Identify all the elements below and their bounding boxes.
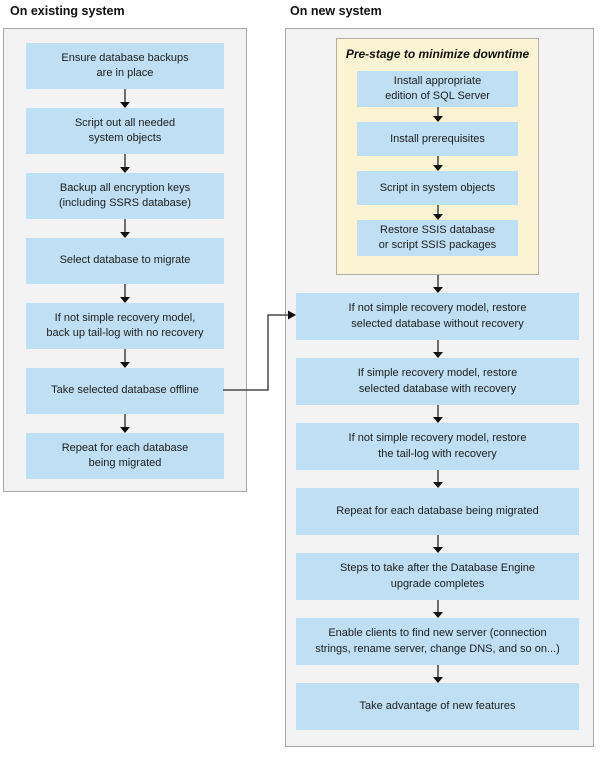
flow-step: Take advantage of new features xyxy=(296,683,579,730)
flow-step-label: Restore SSIS database or script SSIS pac… xyxy=(378,224,497,251)
down-arrow-icon xyxy=(120,219,130,238)
flow-step: Script in system objects xyxy=(357,171,518,205)
flow-step: Ensure database backups are in place xyxy=(26,43,224,89)
arrow-head xyxy=(432,677,443,683)
flow-step: Take selected database offline xyxy=(26,368,224,414)
existing-system-title: On existing system xyxy=(10,4,125,18)
down-arrow-icon xyxy=(120,414,130,433)
arrow-shaft xyxy=(436,405,439,417)
flow-step-label: If simple recovery model, restore select… xyxy=(357,367,518,395)
flow-step-label: Repeat for each database being migrated xyxy=(336,504,539,517)
arrow-head xyxy=(120,427,130,433)
flow-step-label: Script out all needed system objects xyxy=(74,116,176,145)
down-arrow-icon xyxy=(432,156,443,171)
arrow-shaft xyxy=(124,154,126,167)
new-system-panel: Pre-stage to minimize downtime Install a… xyxy=(285,28,594,747)
flow-step: Select database to migrate xyxy=(26,238,224,284)
down-arrow-icon xyxy=(432,340,443,358)
arrow-shaft xyxy=(124,219,126,232)
flow-step: Enable clients to find new server (conne… xyxy=(296,618,579,665)
arrow-head xyxy=(120,297,130,303)
existing-system-panel: Ensure database backups are in place Scr… xyxy=(3,28,247,492)
flow-step: Steps to take after the Database Engine … xyxy=(296,553,579,600)
flow-step: If not simple recovery model, restore se… xyxy=(296,293,579,340)
cross-column-connector-arrow xyxy=(223,310,296,391)
arrow-head xyxy=(432,417,443,423)
arrow-shaft xyxy=(436,600,439,612)
flow-step-label: Repeat for each database being migrated xyxy=(61,441,189,470)
flow-step-label: Take advantage of new features xyxy=(359,699,516,712)
flow-step-label: Install appropriate edition of SQL Serve… xyxy=(385,75,490,102)
arrow-shaft xyxy=(124,89,126,102)
flow-step-label: Select database to migrate xyxy=(59,254,191,267)
new-steps-list: If not simple recovery model, restore se… xyxy=(296,293,579,730)
flow-step: Restore SSIS database or script SSIS pac… xyxy=(357,220,518,256)
flow-step: If not simple recovery model, restore th… xyxy=(296,423,579,470)
flow-step-label: Script in system objects xyxy=(379,181,496,194)
down-arrow-icon xyxy=(432,535,443,553)
flow-step-label: Backup all encryption keys (including SS… xyxy=(58,181,192,210)
arrow-shaft xyxy=(436,665,439,677)
flow-step-label: Install prerequisites xyxy=(390,132,485,145)
down-arrow-icon xyxy=(432,205,443,220)
flow-step: If simple recovery model, restore select… xyxy=(296,358,579,405)
flow-step-label: If not simple recovery model, restore se… xyxy=(348,302,527,330)
arrow-shaft xyxy=(124,284,126,297)
new-system-title: On new system xyxy=(290,4,382,18)
prestage-steps-list: Install appropriate edition of SQL Serve… xyxy=(357,71,518,256)
prestage-group: Pre-stage to minimize downtime Install a… xyxy=(336,38,539,275)
flow-step: Repeat for each database being migrated xyxy=(26,433,224,479)
arrow-head xyxy=(432,352,443,358)
flow-step: If not simple recovery model, back up ta… xyxy=(26,303,224,349)
arrow-shaft xyxy=(436,535,439,547)
arrow-shaft xyxy=(436,340,439,352)
down-arrow-icon xyxy=(432,470,443,488)
flow-step: Install prerequisites xyxy=(357,122,518,156)
down-arrow-icon xyxy=(432,600,443,618)
arrow-shaft xyxy=(437,275,439,287)
flow-step: Script out all needed system objects xyxy=(26,108,224,154)
arrow-head xyxy=(120,232,130,238)
prestage-title: Pre-stage to minimize downtime xyxy=(345,47,530,61)
existing-steps-list: Ensure database backups are in place Scr… xyxy=(26,43,224,479)
arrow-shaft xyxy=(436,107,439,116)
down-arrow-icon xyxy=(432,405,443,423)
arrow-head xyxy=(120,167,130,173)
flow-step-label: Enable clients to find new server (conne… xyxy=(315,627,560,655)
down-arrow-icon xyxy=(120,89,130,108)
arrow-head xyxy=(432,116,443,122)
down-arrow-icon xyxy=(120,284,130,303)
arrow-head xyxy=(432,547,443,553)
flow-step-label: Steps to take after the Database Engine … xyxy=(339,562,536,590)
flow-step-label: Take selected database offline xyxy=(51,384,199,397)
arrow-head xyxy=(433,287,443,293)
flow-step-label: Ensure database backups are in place xyxy=(61,51,189,80)
arrow-shaft xyxy=(436,156,439,165)
down-arrow-icon xyxy=(120,154,130,173)
flow-step: Install appropriate edition of SQL Serve… xyxy=(357,71,518,107)
arrow-shaft xyxy=(436,205,439,214)
arrow-head xyxy=(432,612,443,618)
flow-step-label: If not simple recovery model, back up ta… xyxy=(46,311,204,340)
arrow-head xyxy=(120,362,130,368)
arrow-shaft xyxy=(124,414,126,427)
down-arrow-icon xyxy=(432,665,443,683)
arrow-head xyxy=(432,482,443,488)
prestage-exit-down-arrow-icon xyxy=(433,275,443,293)
arrow-head xyxy=(432,214,443,220)
down-arrow-icon xyxy=(432,107,443,122)
arrow-head xyxy=(432,165,443,171)
arrow-head xyxy=(120,102,130,108)
down-arrow-icon xyxy=(120,349,130,368)
arrow-shaft xyxy=(124,349,126,362)
flow-step-label: If not simple recovery model, restore th… xyxy=(348,432,527,460)
flow-step: Backup all encryption keys (including SS… xyxy=(26,173,224,219)
flow-step: Repeat for each database being migrated xyxy=(296,488,579,535)
arrow-shaft xyxy=(436,470,439,482)
